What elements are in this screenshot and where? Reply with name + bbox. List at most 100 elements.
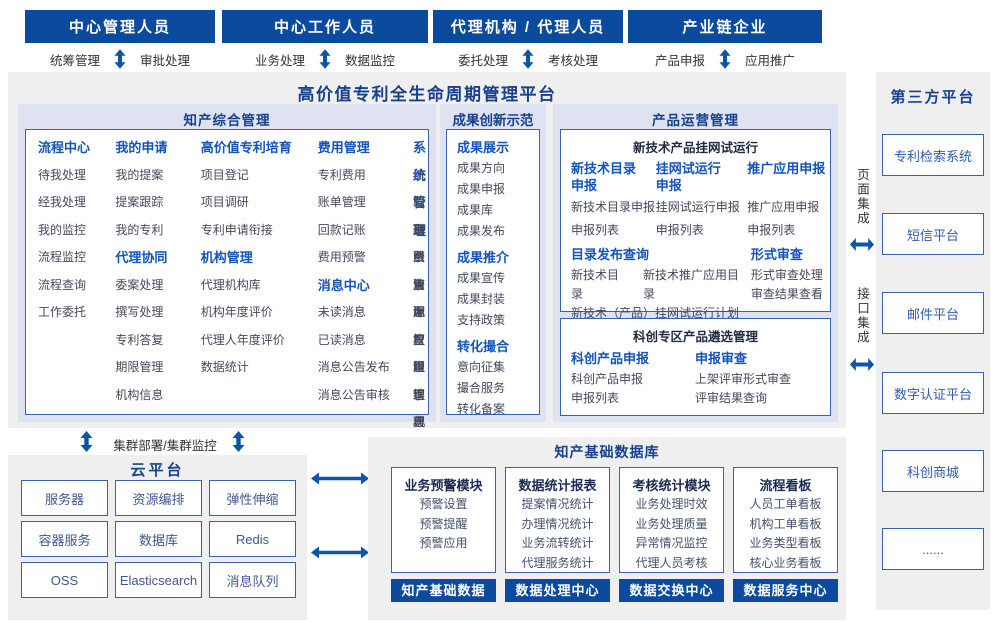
menu-item: 支持政策 xyxy=(457,313,506,327)
role-action: 产品申报 xyxy=(654,53,705,68)
double-arrow-vertical-icon xyxy=(80,429,93,454)
menu-item: 账单管理 xyxy=(317,195,366,209)
third-party-title: 第三方平台 xyxy=(890,89,976,106)
db-column-assessment: 考核统计模块 业务处理时效 业务处理质量 异常情况监控 代理人员考核 数据交换中… xyxy=(619,467,724,602)
menu-item: 字典管理 xyxy=(412,387,425,485)
role-group-center-managers: 中心管理人员 统筹管理 审批处理 xyxy=(25,10,215,69)
role-title: 中心管理人员 xyxy=(25,10,215,43)
menu-group-header: 挂网试运行 申报 xyxy=(655,161,721,193)
menu-item: 用户管理 xyxy=(412,305,425,402)
double-arrow-vertical-icon xyxy=(114,49,126,69)
role-action: 委托处理 xyxy=(457,53,508,68)
menu-group-header: 目录发布查询 xyxy=(571,247,650,262)
double-arrow-horizontal-icon xyxy=(850,358,874,371)
menu-item: 新技术（产品）挂网试运行计划 xyxy=(571,306,740,320)
role-action: 数据监控 xyxy=(345,53,396,68)
menu-item: 资源管理 xyxy=(412,277,425,375)
db-item: 预警提醒 xyxy=(419,516,468,531)
menu-item: 上架评审形式审查 xyxy=(695,372,792,386)
third-party-box-patent-search: 专利检索系统 xyxy=(882,134,984,176)
menu-item: 成果发布 xyxy=(457,224,506,238)
menu-item: 我的专利 xyxy=(115,222,164,237)
third-party-box-digital-cert: 数字认证平台 xyxy=(882,372,984,414)
menu-item: 挂网试运行申报 xyxy=(655,200,740,214)
menu-group-header: 形式审查 xyxy=(750,247,803,262)
menu-item: 期限管理 xyxy=(412,222,425,320)
db-column-header: 业务预警模块 xyxy=(404,478,483,493)
menu-group-header: 推广应用申报 xyxy=(747,161,826,176)
menu-item: 项目调研 xyxy=(200,195,249,209)
role-group-industry-chain: 产业链企业 产品申报 应用推广 xyxy=(628,10,822,69)
menu-item: 经我处理 xyxy=(38,195,87,209)
menu-item: 新技术目录申报 xyxy=(571,200,656,214)
ip-base-database-panel: 知产基础数据库 业务预警模块 预警设置 预警提醒 预警应用 知产基础数据 数据统… xyxy=(368,437,846,620)
interface-integration-label: 接口集成 xyxy=(855,287,869,345)
menu-item: 我的提案 xyxy=(115,167,164,182)
menu-item: 专利答复 xyxy=(115,332,164,347)
menu-group-header: 费用管理 xyxy=(317,140,370,155)
menu-item: 撮合服务 xyxy=(457,381,506,395)
db-bar: 知产基础数据 xyxy=(391,579,496,602)
double-arrow-horizontal-icon xyxy=(311,472,369,485)
db-item: 业务处理质量 xyxy=(635,516,708,531)
menu-item: 费用预警 xyxy=(317,250,366,264)
menu-item: 专利费用 xyxy=(317,167,366,182)
double-arrow-horizontal-icon xyxy=(850,238,874,251)
role-action: 业务处理 xyxy=(254,53,305,68)
menu-item: 已读消息 xyxy=(317,332,366,347)
menu-item: 消息引擎 xyxy=(412,195,425,292)
menu-group-header: 高价值专利培育 xyxy=(200,140,292,155)
db-item: 业务流转统计 xyxy=(521,536,594,550)
menu-item: 机构年度评价 xyxy=(200,305,273,319)
menu-item: 未读消息 xyxy=(317,305,366,319)
menu-group-header: 消息中心 xyxy=(317,277,370,293)
third-party-panel: 第三方平台 专利检索系统 短信平台 邮件平台 数字认证平台 科创商城 .....… xyxy=(876,72,990,610)
menu-item: 申报列表 xyxy=(655,223,704,237)
cloud-box-orchestration: 资源编排 xyxy=(115,480,202,516)
cloud-platform-panel: 云平台 服务器 资源编排 弹性伸缩 容器服务 数据库 Redis OSS Ela… xyxy=(8,455,307,620)
menu-group-header: 转化撮合 xyxy=(457,339,510,354)
menu-item: 代理人年度评价 xyxy=(200,332,285,347)
db-item: 代理人员考核 xyxy=(635,555,708,570)
ip-base-database-title: 知产基础数据库 xyxy=(554,444,660,460)
menu-item: 流程查询 xyxy=(38,277,87,292)
menu-group-header: 代理协同 xyxy=(115,250,168,265)
menu-item: 成果方向 xyxy=(457,161,506,175)
db-item: 异常情况监控 xyxy=(635,536,708,550)
db-column-header: 流程看板 xyxy=(759,478,812,493)
third-party-box-email: 邮件平台 xyxy=(882,292,984,334)
menu-item: 申报列表 xyxy=(571,391,620,405)
menu-item: 转化备案 xyxy=(457,402,506,416)
menu-item: 意向征集 xyxy=(457,360,506,374)
section-title: 成果创新示范 xyxy=(452,113,534,128)
menu-item: 新技术目录 xyxy=(571,268,620,301)
db-item: 办理情况统计 xyxy=(521,516,594,531)
role-action: 考核处理 xyxy=(548,53,599,68)
db-item: 提案情况统计 xyxy=(521,497,594,511)
menu-item: 我的监控 xyxy=(38,222,87,237)
cluster-label: 集群部署/集群监控 xyxy=(113,439,217,453)
menu-item: 费用配置 xyxy=(412,250,425,347)
menu-item: 回款记账 xyxy=(317,222,366,237)
double-arrow-vertical-icon xyxy=(232,429,245,454)
menu-item: 消息公告审核 xyxy=(317,387,390,402)
db-item: 机构工单看板 xyxy=(749,516,822,531)
menu-item: 申报列表 xyxy=(747,223,796,237)
cloud-box-oss: OSS xyxy=(21,562,108,598)
role-title: 代理机构 / 代理人员 xyxy=(433,10,623,43)
menu-item: 期限管理 xyxy=(115,360,164,374)
section-achievement-demo: 成果创新示范 成果展示 成果方向 成果申报 成果库 成果发布 成果推介 成果宣传… xyxy=(440,104,546,422)
menu-item: 委案处理 xyxy=(115,277,164,292)
menu-item: 工作委托 xyxy=(38,305,87,319)
db-bar: 数据处理中心 xyxy=(505,579,610,602)
role-group-agencies: 代理机构 / 代理人员 委托处理 考核处理 xyxy=(433,10,623,69)
db-column-kanban: 流程看板 人员工单看板 机构工单看板 业务类型看板 核心业务看板 数据服务中心 xyxy=(733,467,838,602)
menu-group-header: 申报审查 xyxy=(695,351,748,366)
menu-item: 成果申报 xyxy=(457,182,506,196)
menu-item: 新技术推广应用目录 xyxy=(642,268,739,301)
role-action: 应用推广 xyxy=(745,53,796,68)
section-title: 产品运营管理 xyxy=(652,113,739,128)
db-bar: 数据服务中心 xyxy=(733,579,838,602)
menu-group-header: 系统管理 xyxy=(412,140,426,238)
